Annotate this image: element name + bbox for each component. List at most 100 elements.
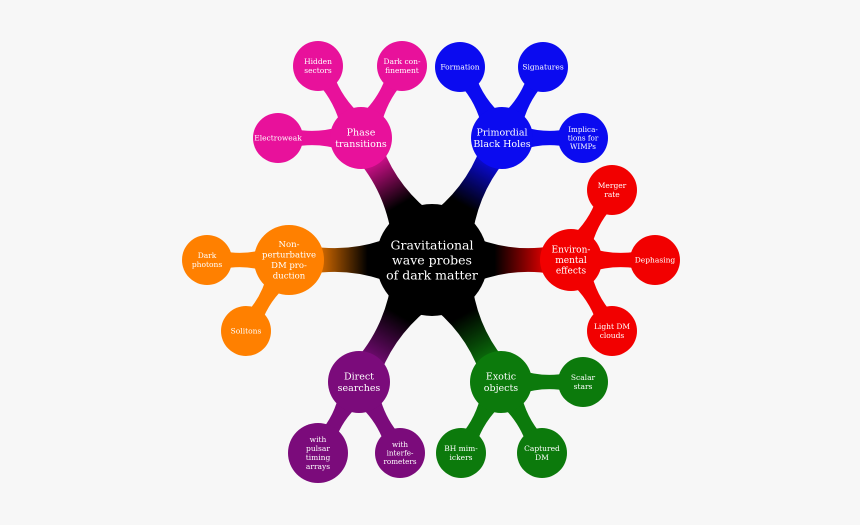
center-node-circle [376,204,488,316]
branch-direct-circle [328,351,390,413]
connector-center-env [465,234,553,286]
branch-exotic-label-line: Exotic [486,372,516,383]
branch-nonpert-label-line: duction [273,272,306,282]
leaf-wimps-label-line: Implica- [568,125,598,134]
leaf-darkcon-circle [377,41,427,91]
leaf-interfero-label-line: interfe- [387,449,414,458]
leaf-bhmimickers-label: BH mim-ickers [444,444,478,462]
leaf-darkcon-label: Dark con-finement [383,57,421,75]
leaf-lightdm-label-line: Light DM [594,322,630,331]
branch-phase-label-line: transitions [335,139,387,150]
leaf-pulsar-label-line: arrays [306,462,330,471]
branch-direct-label-line: Direct [344,372,374,383]
leaf-darkphotons-label-line: photons [192,260,223,269]
leaf-captured-circle [517,428,567,478]
leaf-merger-label-line: Merger [598,181,627,190]
branch-nonpert-label-line: Non- [279,240,300,250]
leaf-lightdm-label-line: clouds [600,331,625,340]
leaf-pulsar-circle [288,423,348,483]
leaf-dephasing-circle [630,235,680,285]
leaf-pulsar-label-line: pulsar [306,444,330,453]
leaf-captured-label-line: DM [535,453,549,462]
leaf-signatures-label-line: Signatures [522,63,564,72]
leaf-pulsar-label-line: timing [306,453,331,462]
leaf-scalar-label-line: Scalar [571,373,596,382]
branch-exotic-label-line: objects [484,383,519,394]
leaf-merger-label-line: rate [604,190,620,199]
leaf-electroweak-label-line: Electroweak [254,134,302,143]
connector-phase-electroweak [293,126,343,150]
center-node-label-line: of dark matter [386,267,478,282]
leaf-solitons-circle [221,306,271,356]
leaf-interfero-label-line: with [392,440,408,449]
branch-env-label-line: Environ- [552,246,591,256]
leaf-wimps-label-line: tions for [568,134,599,143]
leaf-signatures[interactable]: Signatures [518,42,568,92]
center-node-label-line: Gravitational [391,237,474,252]
leaf-interfero-label-line: rometers [383,457,416,466]
leaf-bhmimickers-label-line: ickers [449,453,472,462]
branch-env-circle [540,229,602,291]
leaf-bhmimickers-label-line: BH mim- [444,444,478,453]
leaf-solitons-label-line: Solitons [231,327,262,336]
leaf-darkcon-label-line: Dark con- [383,57,421,66]
leaf-bhmimickers[interactable]: BH mim-ickers [436,428,486,478]
leaf-electroweak-circle [253,113,303,163]
leaf-formation-circle [435,42,485,92]
branch-phase-label-line: Phase [347,128,376,139]
branch-nonpert-label-line: DM pro- [271,261,307,271]
branch-nonpert-circle [254,225,324,295]
branch-pbh-circle [471,107,533,169]
branch-env-label-line: mental [555,256,587,266]
leaf-bhmimickers-circle [436,428,486,478]
leaf-electroweak-label: Electroweak [254,134,302,143]
branch-exotic-circle [470,351,532,413]
leaf-captured-label-line: Captured [524,444,560,453]
leaf-formation[interactable]: Formation [435,42,485,92]
leaf-scalar-circle [558,357,608,407]
leaf-scalar-label-line: stars [574,382,593,391]
leaf-interfero-circle [375,428,425,478]
leaf-hidden-label-line: Hidden [304,57,332,66]
leaf-dephasing-label: Dephasing [635,256,676,265]
leaf-dephasing[interactable]: Dephasing [630,235,680,285]
leaf-lightdm-circle [587,306,637,356]
leaf-hidden-label-line: sectors [304,66,332,75]
connector-exotic-scalar [519,370,568,394]
leaf-darkcon[interactable]: Dark con-finement [377,41,427,91]
leaf-wimps-label-line: WIMPs [570,142,596,151]
leaf-formation-label-line: Formation [440,63,479,72]
branch-pbh-label-line: Primordial [476,128,527,139]
leaf-solitons[interactable]: Solitons [221,306,271,356]
leaf-electroweak[interactable]: Electroweak [253,113,303,163]
